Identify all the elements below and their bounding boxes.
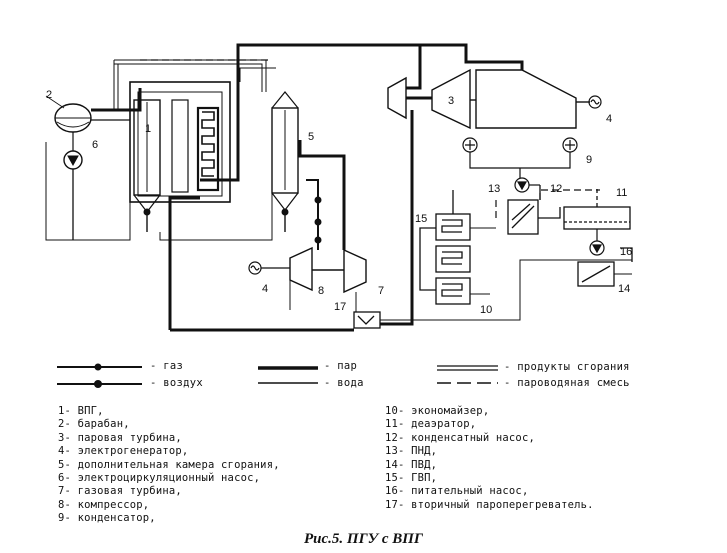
drum <box>45 95 92 133</box>
gas-water-heater <box>435 213 471 273</box>
label-2: 2 <box>46 89 52 101</box>
steam-turbine <box>387 68 590 130</box>
legend-steam: - пар <box>324 360 358 372</box>
legend-steam-water-mixture: - пароводяная смесь <box>504 377 630 389</box>
air-line <box>306 179 322 250</box>
figure-caption: Рис.5. ПГУ с ВПГ <box>304 531 423 547</box>
label-4-lower: 4 <box>262 283 268 295</box>
legend-gas: - газ <box>150 360 184 372</box>
label-4-upper: 4 <box>606 113 612 125</box>
gas-lines <box>45 67 632 321</box>
key-item: 5- дополнительная камера сгорания, <box>58 458 280 471</box>
key-item: 17- вторичный пароперегреватель. <box>385 498 594 511</box>
key-item: 13- ПНД, <box>385 445 438 458</box>
label-9: 9 <box>586 154 592 166</box>
key-item: 11- деаэратор, <box>385 418 477 431</box>
label-13: 13 <box>488 183 500 195</box>
label-17: 17 <box>334 301 346 313</box>
component-labels: 1 2 3 4 4 5 6 7 8 9 10 11 12 13 14 15 16… <box>46 89 632 316</box>
label-8: 8 <box>318 285 324 297</box>
label-7: 7 <box>378 285 384 297</box>
circulation-pump <box>63 132 83 170</box>
label-3: 3 <box>448 95 454 107</box>
key-item: 16- питательный насос, <box>385 485 529 498</box>
water-lines <box>72 119 633 291</box>
key-list-left: 1- ВПГ, 2- барабан, 3- паровая турбина, … <box>58 405 280 526</box>
steam-water-mix-lines <box>140 59 600 218</box>
generator-upper <box>588 95 602 109</box>
label-11: 11 <box>616 187 627 199</box>
vpg-unit <box>129 81 231 232</box>
key-item: 12- конденсатный насос, <box>385 431 535 444</box>
label-5: 5 <box>308 131 314 143</box>
steam-lines <box>91 43 524 332</box>
feed-pump <box>589 229 605 256</box>
key-item: 7- газовая турбина, <box>58 485 182 498</box>
lp-heater <box>507 199 539 235</box>
key-item: 15- ГВП, <box>385 471 438 484</box>
economizer <box>435 277 471 305</box>
label-14: 14 <box>618 283 630 295</box>
key-item: 8- компрессор, <box>58 498 150 511</box>
key-item: 9- конденсатор, <box>58 512 156 525</box>
key-item: 4- электрогенератор, <box>58 445 189 458</box>
label-1: 1 <box>145 123 151 135</box>
label-6: 6 <box>92 139 98 151</box>
legend-water: - вода <box>324 377 364 389</box>
compressor <box>289 246 313 292</box>
label-10: 10 <box>480 304 492 316</box>
key-item: 3- паровая турбина, <box>58 431 182 444</box>
key-item: 1- ВПГ, <box>58 405 104 417</box>
key-item: 14- ПВД, <box>385 458 438 471</box>
key-item: 2- барабан, <box>58 418 130 431</box>
legend-samples <box>57 363 498 388</box>
legend-combustion-products: - продукты сгорания <box>504 361 630 373</box>
key-item: 10- экономайзер, <box>385 405 490 417</box>
hp-heater <box>577 261 615 287</box>
label-16: 16 <box>620 246 632 258</box>
legend-air: - воздух <box>150 377 203 389</box>
key-item: 6- электроциркуляционный насос, <box>58 471 261 484</box>
condensers <box>462 137 578 178</box>
afterburner-chamber <box>271 91 299 232</box>
condensate-pump <box>514 177 540 193</box>
label-15: 15 <box>415 213 427 225</box>
generator-lower <box>248 261 290 275</box>
label-12: 12 <box>550 183 562 195</box>
gas-turbine <box>312 248 367 294</box>
reheater <box>353 311 381 329</box>
key-list-right: 10- экономайзер, 11- деаэратор, 12- конд… <box>385 405 594 512</box>
